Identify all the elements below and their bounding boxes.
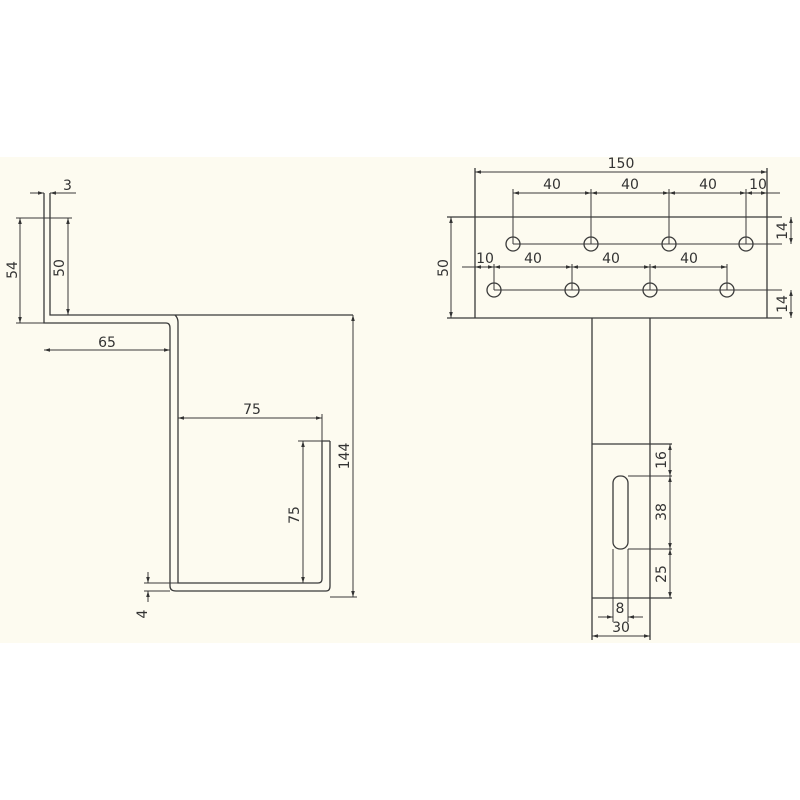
- dim-bottom-pitch: 40: [524, 251, 542, 267]
- dim-total-height: 144: [337, 443, 353, 470]
- side-view: 3 54 50 65 75 75 144 4: [5, 178, 357, 618]
- slot: [612, 475, 629, 550]
- dim-slot-length: 38: [654, 503, 670, 521]
- dim-top-row-offset: 14: [775, 222, 791, 240]
- dim-bottom-row-offset: 14: [775, 295, 791, 313]
- dim-flange-inner: 50: [52, 259, 68, 277]
- dim-top-width: 65: [98, 335, 116, 351]
- drawing-sheet: [0, 157, 800, 643]
- dim-stem-width: 30: [612, 620, 630, 636]
- dim-thickness: 3: [63, 178, 72, 194]
- dim-top-edge: 10: [749, 177, 767, 193]
- dim-total-width: 150: [608, 156, 635, 172]
- dim-slot-bottom: 25: [654, 565, 670, 583]
- dim-lip-height: 75: [287, 506, 303, 524]
- dim-bottom-edge: 10: [476, 251, 494, 267]
- dim-top-pitch: 40: [699, 177, 717, 193]
- dim-top-pitch: 40: [543, 177, 561, 193]
- dim-slot-top: 16: [654, 451, 670, 469]
- bracket-outer-profile: [43, 193, 331, 592]
- dim-slot-width: 8: [616, 601, 625, 617]
- front-view: 150 50 40 40 40 10: [436, 156, 793, 640]
- dim-bottom-thickness: 4: [135, 609, 151, 618]
- dim-bottom-pitch: 40: [602, 251, 620, 267]
- bracket-inner-profile: [49, 193, 353, 584]
- dim-plate-height: 50: [436, 259, 452, 277]
- dim-bottom-width: 75: [243, 402, 261, 418]
- dim-flange-height: 54: [5, 261, 21, 279]
- dim-bottom-pitch: 40: [680, 251, 698, 267]
- dim-top-pitch: 40: [621, 177, 639, 193]
